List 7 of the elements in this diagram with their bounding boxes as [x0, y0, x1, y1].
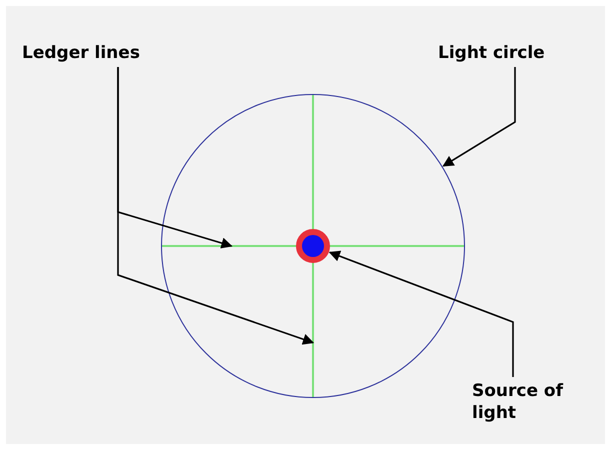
circle-outline: [161, 94, 465, 398]
callout-label: Light circle: [438, 42, 578, 64]
leader-line: [117, 67, 314, 345]
callout-label: Source of light: [472, 380, 582, 424]
callout-label: Ledger lines: [22, 42, 212, 64]
leader-line: [442, 67, 516, 167]
leader-line: [328, 250, 514, 377]
